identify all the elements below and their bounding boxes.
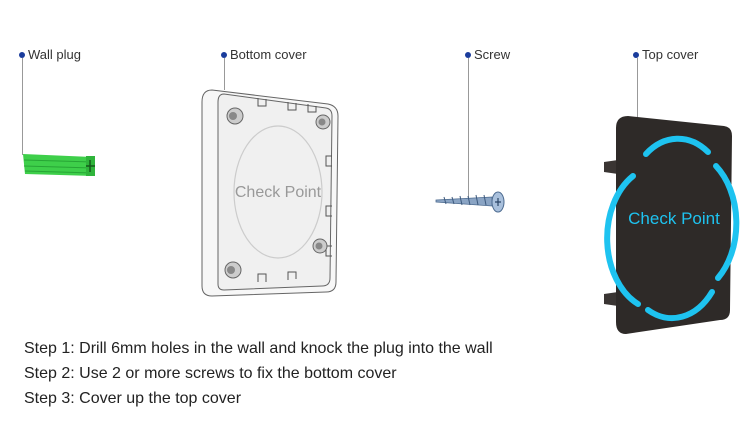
step-1: Step 1: Drill 6mm holes in the wall and … bbox=[24, 340, 493, 357]
check-point-logo: Check Point bbox=[628, 209, 720, 228]
marker-dot-icon bbox=[633, 51, 639, 58]
label-text: Wall plug bbox=[28, 47, 81, 62]
bottom-cover-label: Bottom cover bbox=[221, 47, 307, 62]
step-2: Step 2: Use 2 or more screws to fix the … bbox=[24, 365, 397, 382]
marker-dot-icon bbox=[465, 51, 471, 58]
screw-illustration bbox=[435, 191, 505, 213]
check-point-logo: Check Point bbox=[235, 184, 322, 201]
screw-label: Screw bbox=[465, 47, 510, 62]
bottom-cover-illustration: Check Point bbox=[201, 89, 339, 297]
top-cover-illustration: Check Point bbox=[604, 116, 740, 334]
top-cover-label: Top cover bbox=[633, 47, 698, 62]
label-text: Bottom cover bbox=[230, 47, 307, 62]
label-text: Top cover bbox=[642, 47, 699, 62]
wall-plug-illustration bbox=[23, 154, 95, 176]
label-text: Screw bbox=[474, 47, 511, 62]
instructions: Step 1: Drill 6mm holes in the wall and … bbox=[24, 336, 493, 411]
marker-dot-icon bbox=[19, 51, 25, 58]
marker-dot-icon bbox=[221, 51, 227, 58]
leader-line bbox=[22, 58, 23, 155]
leader-line bbox=[637, 58, 638, 118]
leader-line bbox=[224, 58, 225, 90]
leader-line bbox=[468, 58, 469, 198]
step-3: Step 3: Cover up the top cover bbox=[24, 390, 242, 407]
wall-plug-label: Wall plug bbox=[19, 47, 81, 62]
